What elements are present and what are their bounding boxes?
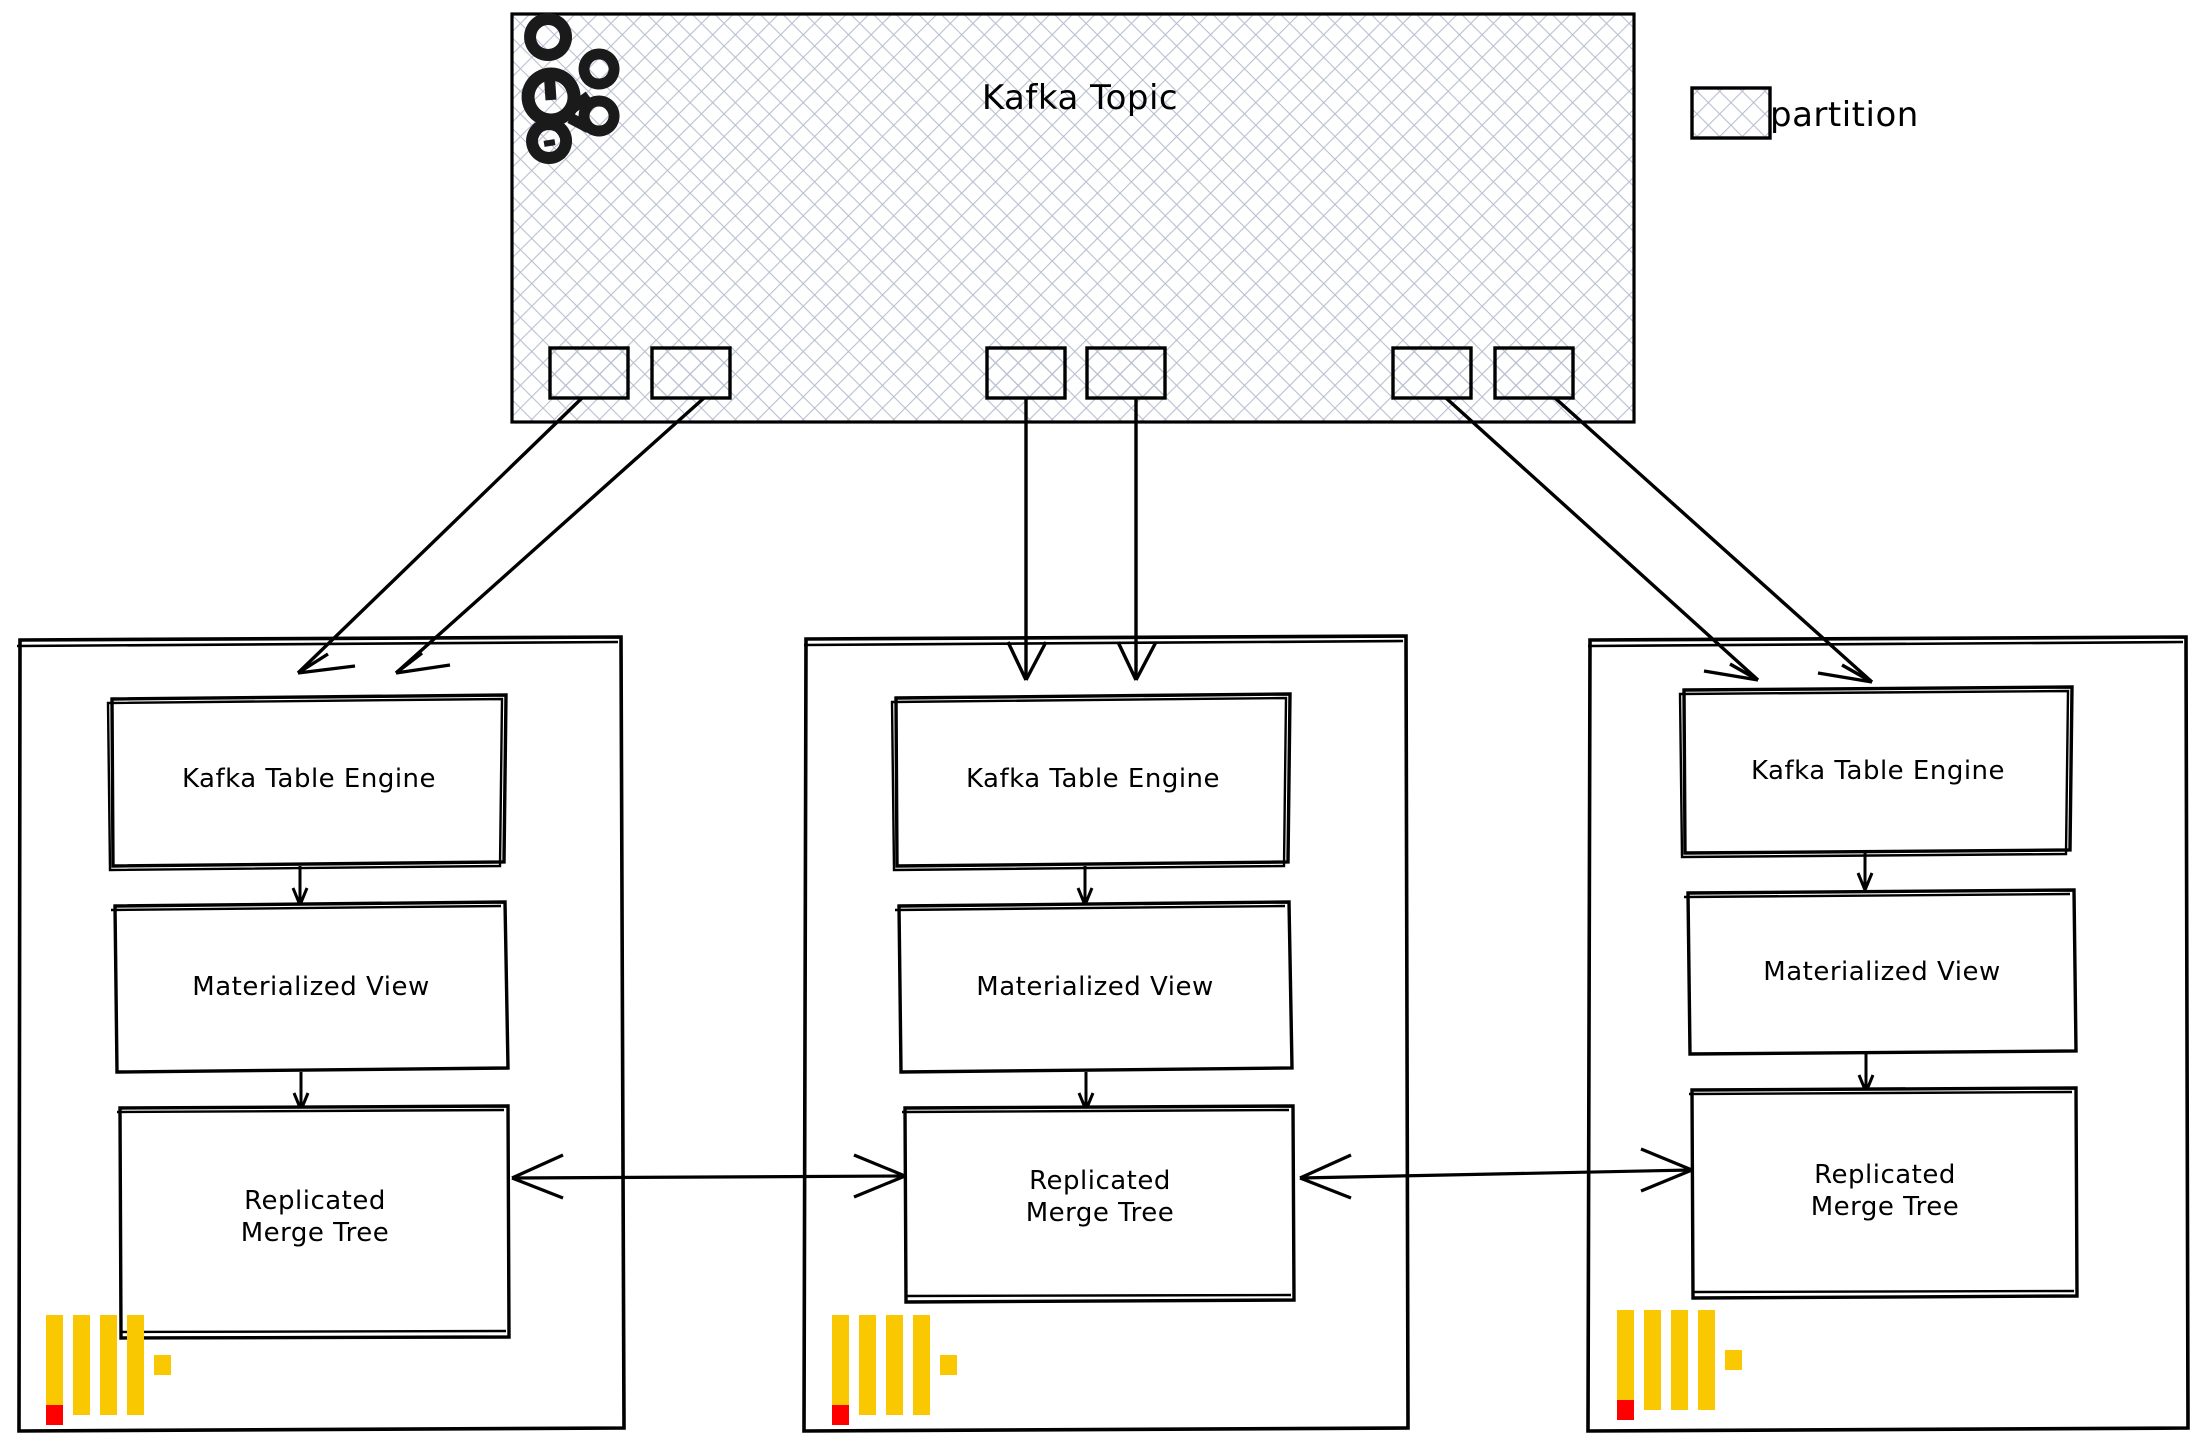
replication-link-node2-node3 — [1299, 1147, 1693, 1200]
arrow-partition3-to-node2 — [1006, 398, 1048, 681]
partition-4 — [1085, 346, 1167, 400]
arrow-partition2-to-node1 — [394, 396, 706, 675]
box-kafka-table-engine-node-2 — [890, 692, 1292, 872]
kafka-logo — [521, 13, 620, 164]
clickhouse-logo-node-3 — [1617, 1310, 1742, 1420]
box-materialized-view-node-1 — [110, 900, 510, 1074]
arrow-partition4-to-node2 — [1116, 398, 1158, 681]
box-replicated-merge-tree-node-2 — [901, 1104, 1296, 1304]
clickhouse-logo-node-1 — [46, 1315, 171, 1425]
arrow-mv-to-rmt-node-1 — [292, 1072, 310, 1111]
box-replicated-merge-tree-node-3 — [1688, 1086, 2079, 1300]
arrow-mv-to-rmt-node-3 — [1857, 1054, 1875, 1093]
arrow-kte-to-mv-node-2 — [1076, 866, 1094, 906]
cluster-container-node-3 — [1586, 635, 2190, 1433]
box-materialized-view-node-2 — [894, 900, 1294, 1074]
replication-link-node1-node2 — [511, 1153, 906, 1200]
partition-boxes — [548, 346, 1575, 400]
arrow-mv-to-rmt-node-2 — [1077, 1072, 1095, 1111]
arrow-partition1-to-node1 — [296, 396, 584, 675]
partition-6 — [1493, 346, 1575, 400]
partition-hatch-swatch — [1690, 86, 1772, 140]
partition-2 — [650, 346, 732, 400]
box-kafka-table-engine-node-1 — [106, 693, 508, 872]
arrow-partition6-to-node3 — [1553, 396, 1874, 684]
partition-3 — [985, 346, 1067, 400]
partition-5 — [1391, 346, 1473, 400]
box-materialized-view-node-3 — [1683, 888, 2078, 1056]
partition-1 — [548, 346, 630, 400]
arrow-kte-to-mv-node-3 — [1856, 853, 1874, 891]
cluster-container-node-2 — [802, 634, 1410, 1433]
clickhouse-logo-node-2 — [832, 1315, 957, 1425]
arrow-kte-to-mv-node-1 — [291, 866, 309, 906]
cluster-container-node-1 — [16, 635, 626, 1433]
box-kafka-table-engine-node-3 — [1678, 685, 2074, 859]
arrow-partition5-to-node3 — [1444, 396, 1760, 682]
box-replicated-merge-tree-node-1 — [116, 1104, 511, 1340]
